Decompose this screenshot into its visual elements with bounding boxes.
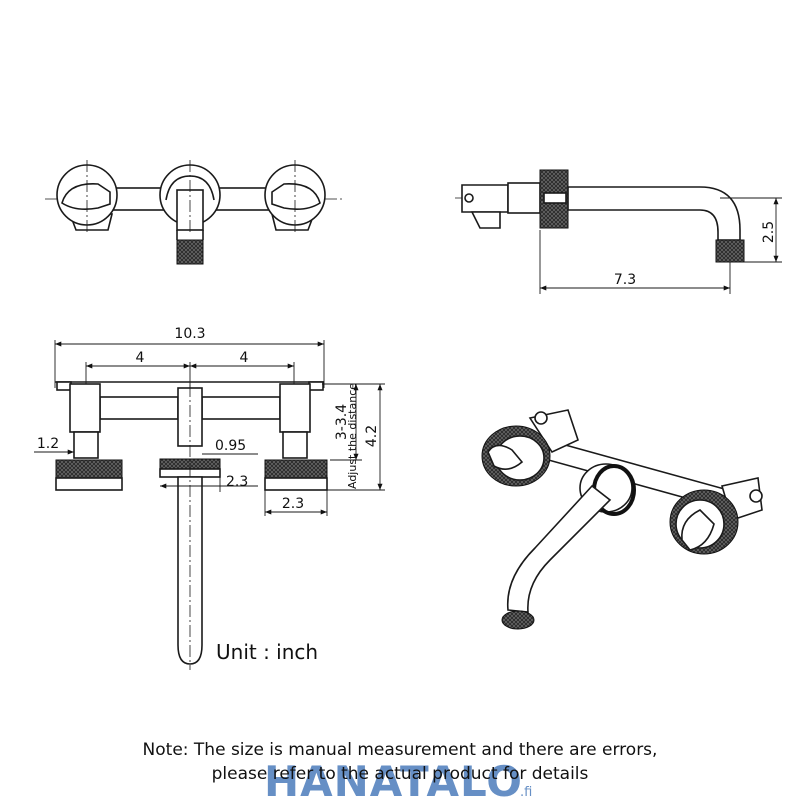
- dimension-center-right: 4: [240, 350, 249, 366]
- dimension-adjust-label: Adjust the distance: [346, 383, 359, 489]
- dimension-spout-reach: 7.3: [614, 272, 636, 288]
- dimension-handle-offset: 1.2: [37, 436, 59, 452]
- watermark-suffix: .fi: [520, 785, 532, 800]
- dimension-center-left: 4: [136, 350, 145, 366]
- dimension-depth-range: 3-3.4: [334, 404, 350, 440]
- measurement-note-line-1: Note: The size is manual measurement and…: [142, 740, 658, 760]
- dimension-spout-flange: 2.3: [226, 474, 248, 490]
- dimension-spout-height: 2.5: [761, 221, 777, 243]
- dimension-spout-offset: 0.95: [215, 438, 246, 454]
- isometric-view: [481, 409, 763, 630]
- measurement-note-line-2: please refer to the actual product for d…: [211, 764, 589, 784]
- dimension-total-depth: 4.2: [364, 425, 380, 447]
- front-view: 10.3 4 4 1.: [34, 326, 385, 670]
- dimension-total-width: 10.3: [174, 326, 205, 342]
- top-view: [45, 160, 345, 265]
- dimension-handle-flange: 2.3: [282, 496, 304, 512]
- watermark-brand: HANATALO: [264, 757, 523, 800]
- side-view: 7.3 2.5: [455, 169, 782, 294]
- watermark-logo: HANATALO .fi: [264, 757, 532, 800]
- unit-label: Unit : inch: [216, 640, 318, 664]
